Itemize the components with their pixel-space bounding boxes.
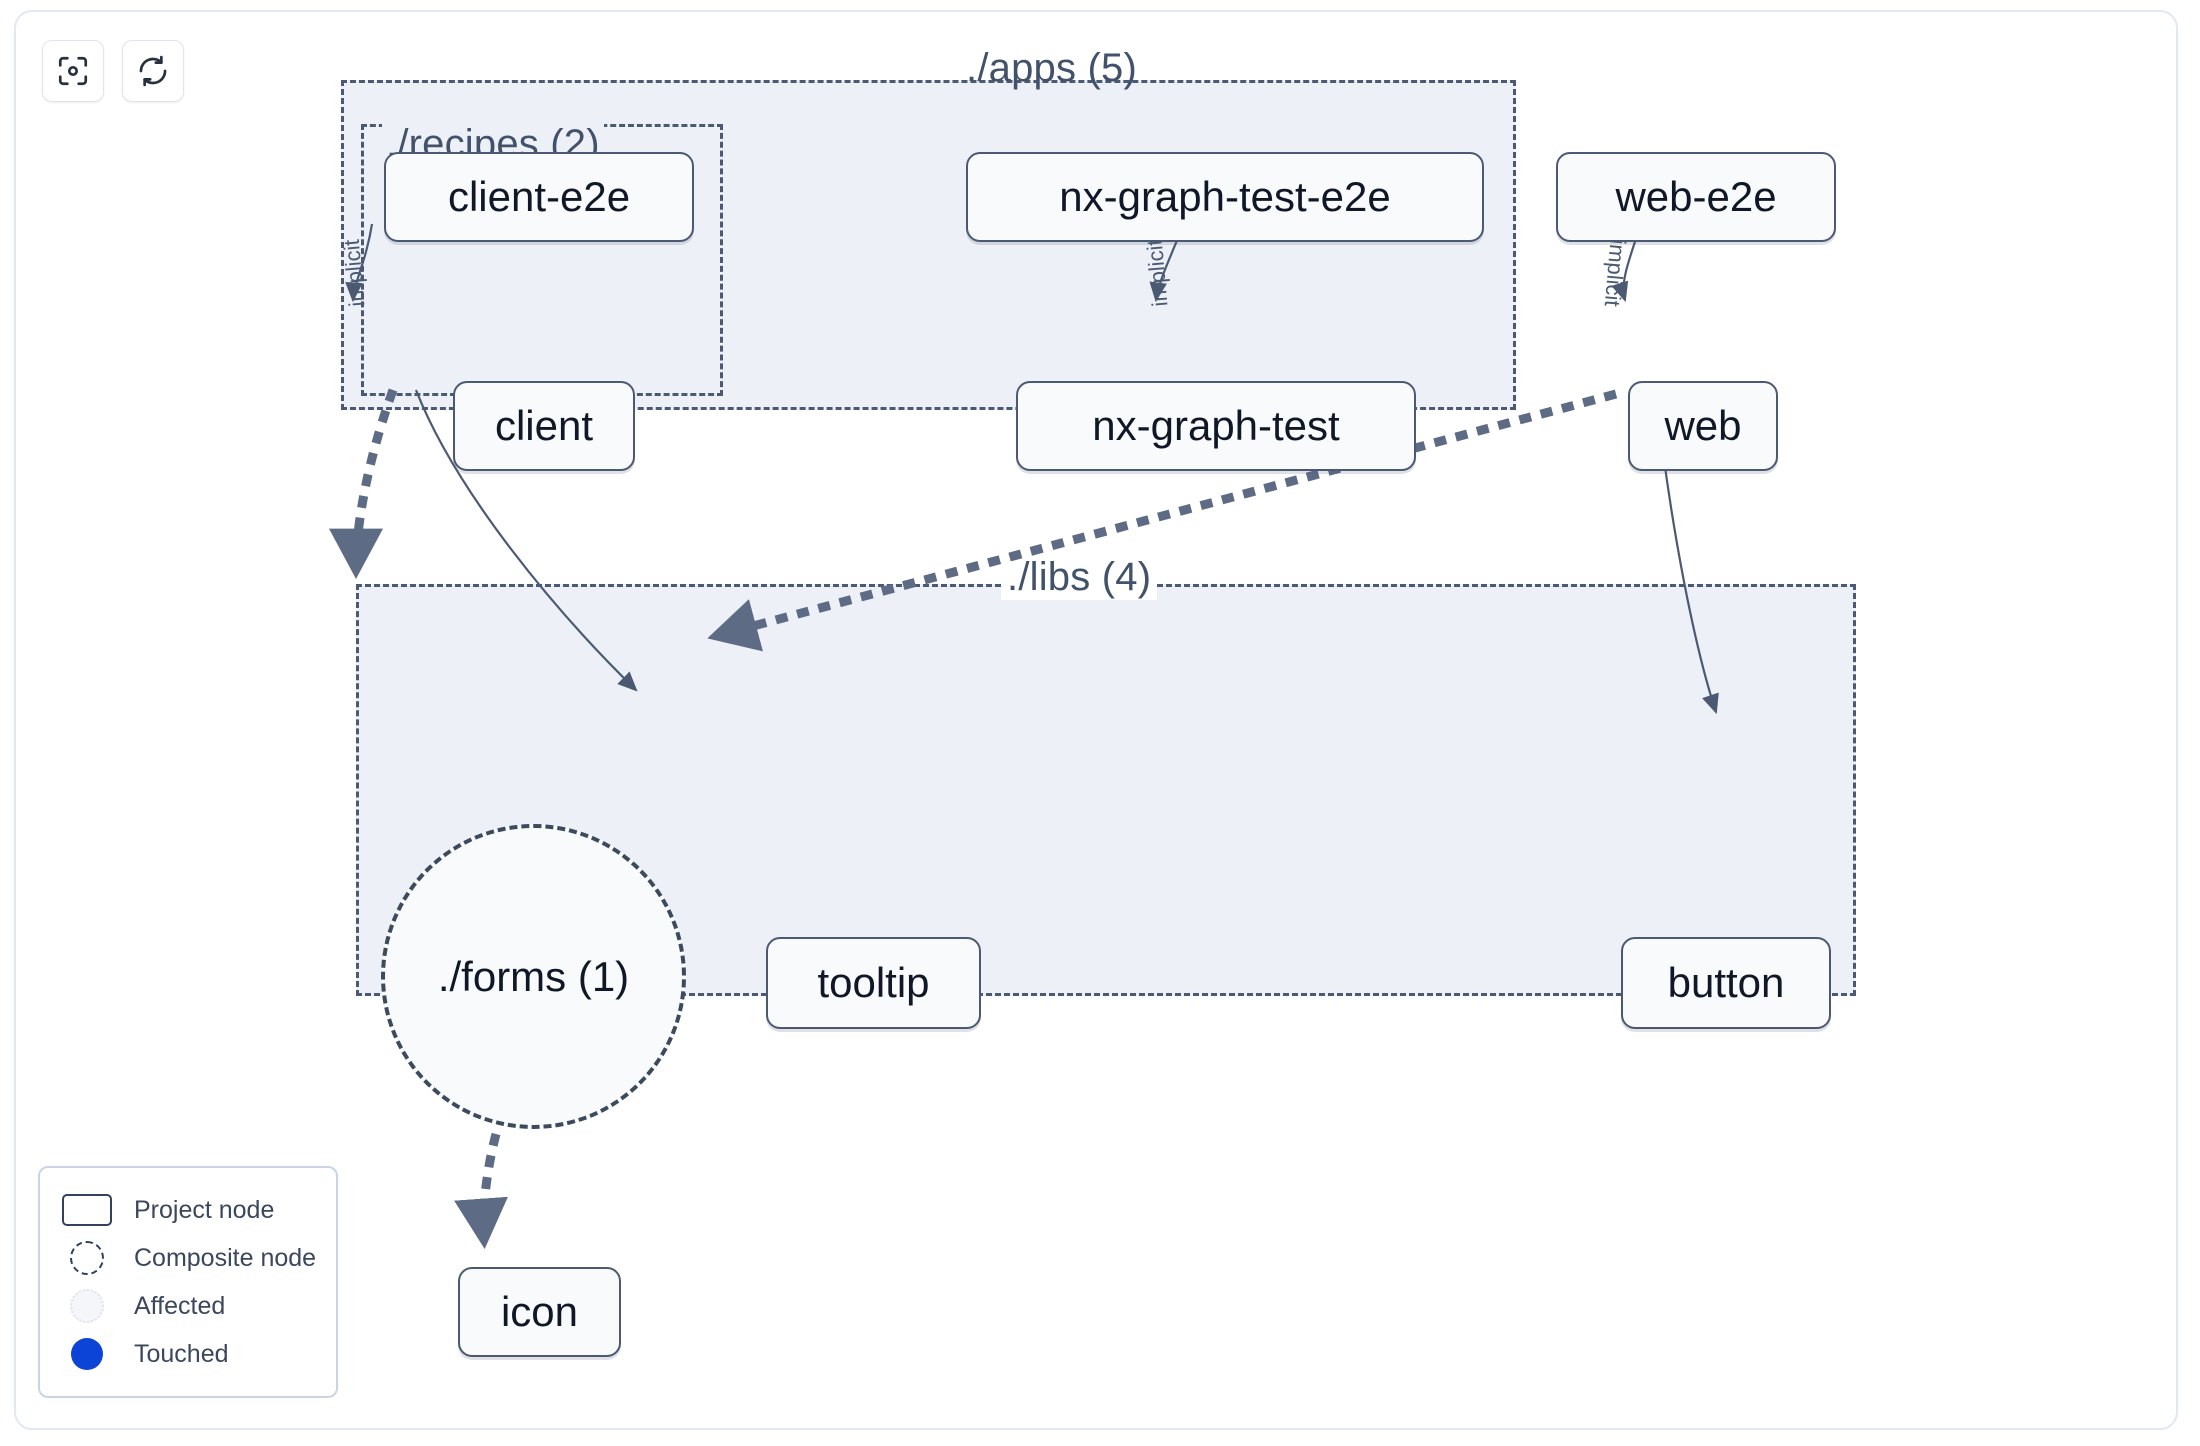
touched-swatch — [60, 1338, 114, 1370]
node-label-forms: ./forms (1) — [437, 952, 630, 1000]
node-nx-graph-test[interactable]: nx-graph-test — [1016, 381, 1416, 471]
graph-toolbar — [42, 40, 184, 102]
project-node-swatch — [60, 1194, 114, 1226]
legend-label-project-node: Project node — [134, 1195, 275, 1224]
legend-item-affected: Affected — [60, 1282, 316, 1330]
node-label-icon: icon — [500, 1288, 579, 1335]
group-label-apps: ./apps (5) — [966, 46, 1137, 90]
refresh-graph-button[interactable] — [122, 40, 184, 102]
focus-target-icon — [56, 54, 90, 88]
legend-label-composite-node: Composite node — [134, 1243, 317, 1272]
refresh-icon — [136, 54, 170, 88]
affected-swatch — [60, 1289, 114, 1323]
edge-client-to-forms — [329, 388, 398, 580]
node-icon[interactable]: icon — [458, 1267, 621, 1357]
legend-label-touched: Touched — [134, 1339, 229, 1368]
node-client[interactable]: client — [453, 381, 635, 471]
node-label-web: web — [1664, 402, 1742, 449]
node-button[interactable]: button — [1621, 937, 1831, 1029]
node-label-client-e2e: client-e2e — [447, 173, 631, 220]
node-web[interactable]: web — [1628, 381, 1778, 471]
node-label-tooltip: tooltip — [817, 959, 930, 1006]
focus-graph-button[interactable] — [42, 40, 104, 102]
node-label-web-e2e: web-e2e — [1615, 173, 1777, 220]
node-label-button: button — [1667, 959, 1785, 1006]
node-web-e2e[interactable]: web-e2e — [1556, 152, 1836, 242]
graph-legend: Project node Composite node Affected Tou… — [38, 1166, 338, 1398]
group-label-libs: ./libs (4) — [1001, 555, 1158, 600]
edge-label-web-e2e-implicit: implicit — [1599, 238, 1631, 308]
composite-node-swatch — [60, 1241, 114, 1275]
legend-label-affected: Affected — [134, 1291, 226, 1320]
edge-forms-to-icon — [454, 1132, 508, 1249]
legend-item-project-node: Project node — [60, 1186, 316, 1234]
legend-item-touched: Touched — [60, 1330, 316, 1378]
node-label-nx-graph-test: nx-graph-test — [1092, 402, 1340, 449]
node-label-client: client — [494, 402, 594, 449]
node-client-e2e[interactable]: client-e2e — [384, 152, 694, 242]
graph-canvas-card[interactable]: ./apps (5) ./recipes (2) ./libs (4) — [14, 10, 2178, 1430]
legend-item-composite-node: Composite node — [60, 1234, 316, 1282]
node-label-nx-graph-test-e2e: nx-graph-test-e2e — [1059, 173, 1391, 220]
node-tooltip[interactable]: tooltip — [766, 937, 981, 1029]
node-forms-composite[interactable]: ./forms (1) — [381, 824, 686, 1129]
node-nx-graph-test-e2e[interactable]: nx-graph-test-e2e — [966, 152, 1484, 242]
